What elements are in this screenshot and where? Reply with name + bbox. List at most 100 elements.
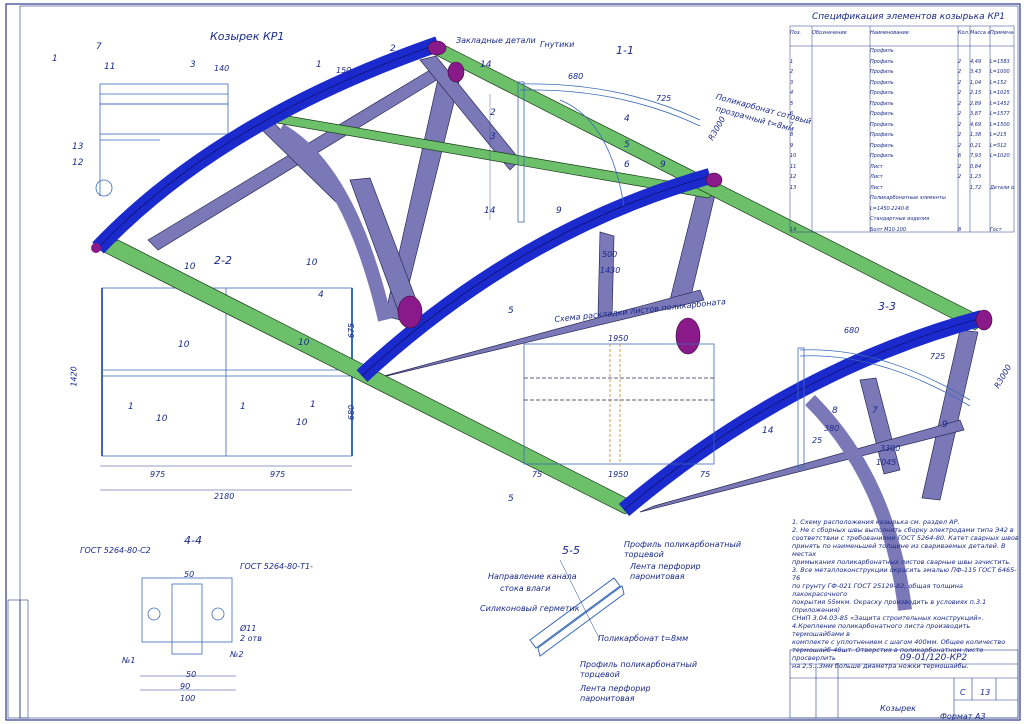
spec-header-cell: Примеча-ние bbox=[990, 30, 1014, 36]
general-notes: 1. Схему расположения козырька см. разде… bbox=[792, 518, 1020, 670]
stamp-format: Формат А3 bbox=[940, 712, 986, 721]
part-number-2b: 2 bbox=[490, 108, 496, 118]
spec-cell: 8 bbox=[790, 132, 794, 138]
note-line: на 2,5...3мм больше диаметра ножки термо… bbox=[792, 662, 969, 670]
spec-cell: 2 bbox=[790, 69, 794, 75]
spec-header-cell: Поз. bbox=[790, 30, 802, 36]
note-line: соответствии с требованиями ГОСТ 5264-80… bbox=[792, 534, 1019, 542]
note-line: 3. Все металлоконструкции окрасить эмаль… bbox=[792, 566, 1017, 582]
dim-25: 25 bbox=[812, 436, 823, 445]
part-number-14: 14 bbox=[484, 206, 496, 216]
spec-cell: 2 bbox=[958, 100, 962, 107]
s44-dim-a: 50 bbox=[186, 670, 197, 679]
section-5-5 bbox=[529, 559, 625, 657]
spec-cell: 3,43 bbox=[970, 69, 982, 75]
dim-975-a: 975 bbox=[150, 470, 166, 479]
dim-75a: 75 bbox=[532, 470, 543, 479]
spec-cell: 2 bbox=[958, 79, 962, 86]
s55-l5: Направление канала bbox=[488, 572, 577, 581]
spec-cell: L=1583 bbox=[990, 58, 1010, 65]
part-number-9b: 9 bbox=[556, 206, 562, 216]
dim-1430: 1430 bbox=[600, 266, 621, 275]
spec-cell: Лист bbox=[870, 184, 883, 191]
spec-cell: 2 bbox=[958, 69, 962, 75]
section-label-2-2: 2-2 bbox=[214, 254, 232, 267]
spec-cell: L=1020 bbox=[990, 153, 1010, 159]
section-3-3 bbox=[797, 347, 971, 469]
note-line: термошайб-48шт. Отверстия в поликарбонат… bbox=[792, 646, 984, 662]
part-number-5: 5 bbox=[624, 140, 630, 150]
s44-dim-d: 50 bbox=[184, 570, 195, 579]
s55-l4: паронитовая bbox=[630, 572, 685, 581]
s55-l12: паронитовая bbox=[580, 694, 635, 703]
stamp-name: Козырек bbox=[880, 704, 916, 713]
sheet-frame bbox=[5, 3, 1021, 721]
section-label-5-5: 5-5 bbox=[562, 544, 580, 557]
dim-2180: 2180 bbox=[214, 492, 235, 501]
part-number-8: 8 bbox=[832, 406, 838, 416]
part-number-2: 2 bbox=[390, 44, 396, 54]
s55-l10: торцевой bbox=[580, 670, 620, 679]
spec-cell: Профиль bbox=[870, 48, 894, 54]
dim-1950: 1950 bbox=[608, 470, 629, 479]
dim-150: 150 bbox=[336, 66, 352, 75]
dim-1045: 1045 bbox=[876, 458, 897, 467]
dim-3300: 3300 bbox=[880, 444, 901, 453]
spec-cell: Лист bbox=[870, 163, 883, 170]
spec-cell: 2 bbox=[958, 163, 962, 170]
spec-cell: 13 bbox=[790, 184, 797, 191]
spec-cell: 0,21 bbox=[970, 142, 982, 149]
part-number-3: 3 bbox=[490, 132, 496, 142]
spec-cell: 6 bbox=[790, 111, 794, 117]
note-line: покрытия 55мкм. Окраску производить в ус… bbox=[792, 598, 987, 614]
spec-cell: 12 bbox=[790, 174, 797, 180]
spec-cell: 4,49 bbox=[970, 58, 982, 65]
part-number-11: 11 bbox=[104, 62, 116, 72]
part-number-1a: 1 bbox=[128, 402, 134, 412]
view-title: Козырек КР1 bbox=[210, 30, 285, 43]
s55-l1: Профиль поликарбонатный bbox=[624, 540, 742, 549]
section-4-4 bbox=[140, 577, 236, 691]
section-label-1-1: 1-1 bbox=[616, 44, 634, 57]
note-line: 2. Не с сборных швы выполнять сборку эле… bbox=[792, 526, 1014, 534]
spec-cell: 2 bbox=[958, 111, 962, 117]
part-number-10e: 10 bbox=[156, 414, 168, 424]
s44-dim-c: 100 bbox=[180, 694, 196, 703]
s55-l2: торцевой bbox=[624, 550, 664, 559]
view-1-1-detail bbox=[95, 83, 229, 197]
spec-cell: 6 bbox=[958, 153, 962, 159]
part-number-1c: 1 bbox=[310, 400, 316, 410]
section-label-4-4: 4-4 bbox=[184, 534, 202, 547]
spec-cell: Профиль bbox=[870, 79, 894, 86]
spec-cell: 9 bbox=[790, 142, 794, 149]
spec-cell: L=1500 bbox=[990, 121, 1010, 128]
s44-np2: №2 bbox=[230, 650, 244, 659]
s44-holes2: 2 отв bbox=[240, 634, 262, 643]
dim-675: 675 bbox=[347, 322, 357, 339]
spec-cell: Профиль bbox=[870, 132, 894, 138]
note-line: принять по наименьшей толщине из сварива… bbox=[792, 542, 1006, 558]
dim-140: 140 bbox=[214, 64, 230, 73]
spec-cell: L=1000 bbox=[990, 69, 1010, 75]
spec-cell: L=1025 bbox=[990, 90, 1010, 96]
spec-cell: 2 bbox=[958, 174, 962, 180]
spec-cell: 1,04 bbox=[970, 79, 982, 86]
spec-cell: Профиль bbox=[870, 153, 894, 159]
dim-1950b: 1950 bbox=[608, 334, 629, 343]
spec-cell: 2 bbox=[958, 58, 962, 65]
spec-cell: 7,93 bbox=[970, 153, 982, 159]
spec-cell: 2 bbox=[958, 121, 962, 128]
dim-500: 500 bbox=[602, 250, 618, 259]
spec-cell: 1,72 bbox=[970, 184, 982, 191]
part-number-6: 6 bbox=[624, 160, 630, 170]
part-number-1b: 1 bbox=[240, 402, 246, 412]
spec-cell: Поликарбонатные элементы bbox=[870, 195, 946, 201]
s44-np1: №1 bbox=[122, 656, 136, 665]
dim-680b: 680 bbox=[844, 326, 860, 335]
part-number-5c: 5 bbox=[508, 494, 514, 504]
dim-1420: 1420 bbox=[69, 366, 79, 387]
spec-cell: L=215 bbox=[990, 132, 1007, 138]
note-line: примыкания поликарбонатных листов сварны… bbox=[792, 558, 1012, 566]
view-2-2-plan bbox=[100, 287, 353, 491]
spec-cell: Профиль bbox=[870, 100, 894, 107]
